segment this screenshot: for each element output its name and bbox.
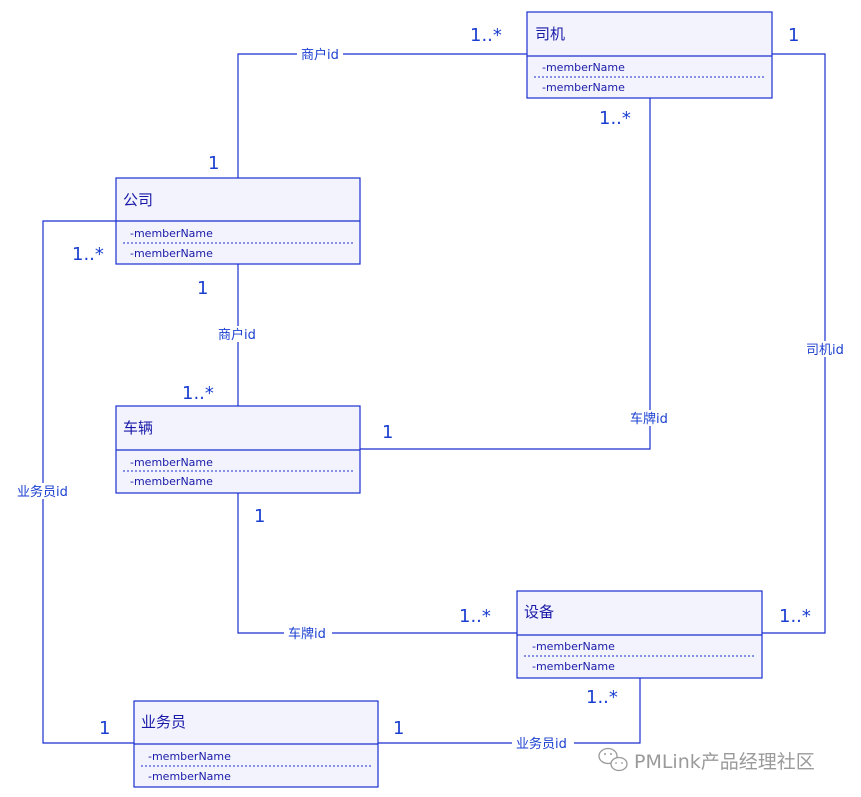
multiplicity: 1 — [393, 718, 404, 739]
watermark-text: PMLink产品经理社区 — [634, 751, 815, 773]
class-member: -memberName — [532, 640, 615, 653]
connector-lines — [42, 53, 826, 744]
class-member: -memberName — [542, 81, 625, 94]
class-shebei[interactable]: 设备 -memberName -memberName — [516, 590, 763, 679]
class-member: -memberName — [130, 456, 213, 469]
class-member: -memberName — [148, 750, 231, 763]
class-yewuyuan[interactable]: 业务员 -memberName -memberName — [133, 700, 379, 788]
class-member: -memberName — [532, 660, 615, 673]
multiplicity: 1 — [208, 153, 219, 174]
multiplicity: 1 — [788, 25, 799, 46]
association-label: 业务员id — [17, 484, 68, 500]
multiplicity: 1..* — [779, 606, 811, 627]
class-title: 业务员 — [141, 713, 186, 731]
multiplicities: 1..* 1 1..* 1 1..* 1 1..* 1 1 1..* 1..* … — [72, 25, 811, 739]
class-title: 司机 — [535, 25, 565, 43]
association-label: 车牌id — [630, 411, 668, 427]
class-title: 车辆 — [123, 419, 153, 437]
multiplicity: 1 — [197, 278, 208, 299]
multiplicity: 1 — [99, 718, 110, 739]
multiplicity: 1 — [382, 422, 393, 443]
line-yewuyuan-shebei — [378, 678, 641, 744]
multiplicity: 1..* — [459, 606, 491, 627]
class-siji[interactable]: 司机 -memberName -memberName — [526, 11, 773, 99]
class-member: -memberName — [130, 247, 213, 260]
line-siji-cheliang — [360, 98, 651, 450]
association-label: 商户id — [301, 47, 339, 63]
association-labels: 商户id 商户id 司机id 车牌id 车牌id 业务员id 业务员id — [13, 46, 850, 752]
multiplicity: 1..* — [586, 687, 618, 708]
multiplicity: 1..* — [470, 25, 502, 46]
multiplicity: 1..* — [182, 383, 214, 404]
class-cheliang[interactable]: 车辆 -memberName -memberName — [115, 405, 361, 494]
class-member: -memberName — [130, 475, 213, 488]
class-gongsi[interactable]: 公司 -memberName -memberName — [115, 177, 361, 265]
association-label: 商户id — [218, 327, 256, 343]
multiplicity: 1..* — [599, 108, 631, 129]
association-label: 车牌id — [288, 626, 326, 642]
class-member: -memberName — [148, 770, 231, 783]
multiplicity: 1 — [254, 506, 265, 527]
line-cheliang-shebei — [237, 493, 517, 634]
association-label: 司机id — [806, 343, 844, 358]
class-member: -memberName — [542, 61, 625, 74]
line-gongsi-yewuyuan — [42, 220, 134, 744]
association-label: 业务员id — [516, 736, 567, 752]
watermark: PMLink产品经理社区 — [598, 747, 815, 773]
wechat-icon — [598, 747, 628, 772]
multiplicity: 1..* — [72, 244, 104, 265]
class-title: 设备 — [524, 603, 554, 621]
line-gongsi-siji — [237, 53, 527, 178]
class-member: -memberName — [130, 227, 213, 240]
class-title: 公司 — [123, 191, 153, 209]
